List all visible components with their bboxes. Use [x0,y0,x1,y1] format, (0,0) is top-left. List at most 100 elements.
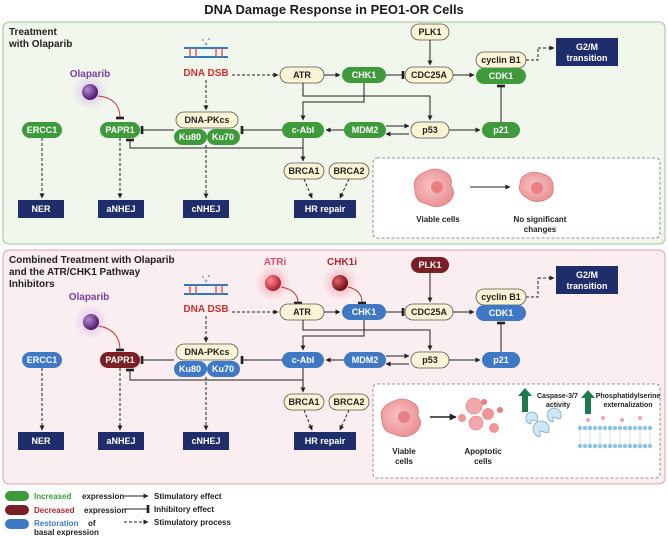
svg-text:G2/M: G2/M [576,42,598,52]
legend-decreased-word: Decreased [34,506,75,515]
legend-increased-word: Increased [34,492,71,501]
svg-text:PAPR1: PAPR1 [105,355,134,365]
svg-text:transition: transition [566,281,607,291]
svg-text:CDK1: CDK1 [489,308,514,318]
node-plk1-2: PLK1 [411,257,449,273]
caspase-up-arrow-icon [518,388,532,412]
svg-text:aNHEJ: aNHEJ [106,436,135,446]
node-ku80-2: Ku80 [174,361,207,377]
dna-dsb-label: DNA DSB [183,68,228,79]
svg-text:NER: NER [31,204,51,214]
svg-text:aNHEJ: aNHEJ [106,204,135,214]
panel2-edges [39,273,555,431]
legend-decreased-rest: expression [84,506,126,515]
svg-text:p53: p53 [422,125,438,135]
node-chk1: CHK1 [342,67,386,83]
svg-text:PAPR1: PAPR1 [105,125,134,135]
svg-text:HR repair: HR repair [305,436,346,446]
node-g2m-transition-2: G2/M transition [556,266,618,294]
node-g2m-transition: G2/M transition [556,38,618,66]
svg-text:cNHEJ: cNHEJ [191,436,220,446]
node-brca2-2: BRCA2 [328,393,370,411]
node-cyclin-b1: cyclin B1 [475,51,527,69]
legend-restoration-word: Restoration [34,519,79,528]
svg-text:cyclin B1: cyclin B1 [481,55,521,65]
node-ercc1-2: ERCC1 [22,352,62,368]
legend-decreased-swatch [5,505,29,515]
node-ku80: Ku80 [174,129,207,145]
outcome-hr-repair-2: HR repair [294,432,356,450]
viable-label-line1: Viable [392,447,416,456]
atri-label: ATRi [264,257,287,268]
svg-text:MDM2: MDM2 [352,355,379,365]
atri-inhibits-atr [280,286,303,305]
panel-combined: Combined Treatment with Olaparib and the… [2,249,666,485]
legend-stimulatory-label: Stimulatory effect [154,492,222,501]
node-atr: ATR [279,66,325,84]
legend-increased-swatch [5,491,29,501]
svg-text:BRCA1: BRCA1 [288,397,319,407]
outcome-hr-repair: HR repair [294,200,356,218]
node-p53: p53 [410,121,450,139]
svg-text:NER: NER [31,436,51,446]
node-papr1: PAPR1 [100,122,140,138]
node-dna-pkcs-2: DNA-PKcs [175,343,239,361]
no-change-label-line2: changes [524,225,557,234]
panel2-heading-line3: Inhibitors [9,279,55,290]
olaparib-inhibits-papr1 [97,95,125,120]
panel1-outcome-box [372,157,661,239]
dna-dsb-label-2: DNA DSB [183,304,228,315]
svg-text:BRCA1: BRCA1 [288,166,319,176]
svg-text:p21: p21 [493,125,509,135]
node-chk1-2: CHK1 [342,304,386,320]
dna-helix-icon [184,37,228,58]
node-cdc25a: CDC25A [404,66,454,84]
panel1-heading-line1: Treatment [9,27,57,38]
dna-helix-icon-2 [184,274,228,295]
caspase-label-line2: activity [546,402,570,409]
chk1i-drug-icon [332,275,348,291]
ps-label-line2: externalization [603,402,652,409]
panel1-edges [39,40,555,199]
apoptotic-label-line2: cells [474,457,492,466]
legend: Increased expression Decreased expressio… [5,491,231,536]
node-ku70-2: Ku70 [207,361,240,377]
node-cdk1-2: CDK1 [476,305,526,321]
figure-title: DNA Damage Response in PEO1-OR Cells [204,2,464,17]
viable-cell-nucleus-2 [398,411,410,423]
atri-drug-icon [265,275,281,291]
olaparib2-inhibits-papr1 [98,325,125,352]
legend-increased-rest: expression [82,492,124,501]
svg-text:BRCA2: BRCA2 [333,166,364,176]
svg-text:DNA-PKcs: DNA-PKcs [184,347,229,357]
node-atr-2: ATR [279,303,325,321]
svg-text:Ku70: Ku70 [212,364,234,374]
svg-text:G2/M: G2/M [576,270,598,280]
svg-text:Ku80: Ku80 [179,132,201,142]
panel1-heading-line2: with Olaparib [8,39,72,50]
svg-text:cyclin B1: cyclin B1 [481,292,521,302]
legend-restoration-rest: of [88,519,96,528]
node-mdm2: MDM2 [344,122,386,138]
node-cdk1: CDK1 [476,68,526,84]
viable-label-line2: cells [395,457,413,466]
node-p21-2: p21 [482,352,520,368]
node-ercc1: ERCC1 [22,122,62,138]
node-p21: p21 [482,122,520,138]
chk1i-inhibits-chk1 [347,286,367,305]
svg-text:CDC25A: CDC25A [411,70,448,80]
node-c-abl: c-Abl [282,122,324,138]
node-brca1-2: BRCA1 [283,393,325,411]
node-p53-2: p53 [410,351,450,369]
caspase-enzyme-icons [525,407,562,438]
outcome-anhej: aNHEJ [98,200,144,218]
ps-label-line1: Phosphatidylserine [596,393,661,400]
svg-text:CDC25A: CDC25A [411,307,448,317]
svg-text:c-Abl: c-Abl [292,125,315,135]
svg-text:CDK1: CDK1 [489,71,514,81]
node-cdc25a-2: CDC25A [404,303,454,321]
svg-text:ERCC1: ERCC1 [27,125,58,135]
svg-text:p53: p53 [422,355,438,365]
viable-cells-label: Viable cells [416,215,460,224]
